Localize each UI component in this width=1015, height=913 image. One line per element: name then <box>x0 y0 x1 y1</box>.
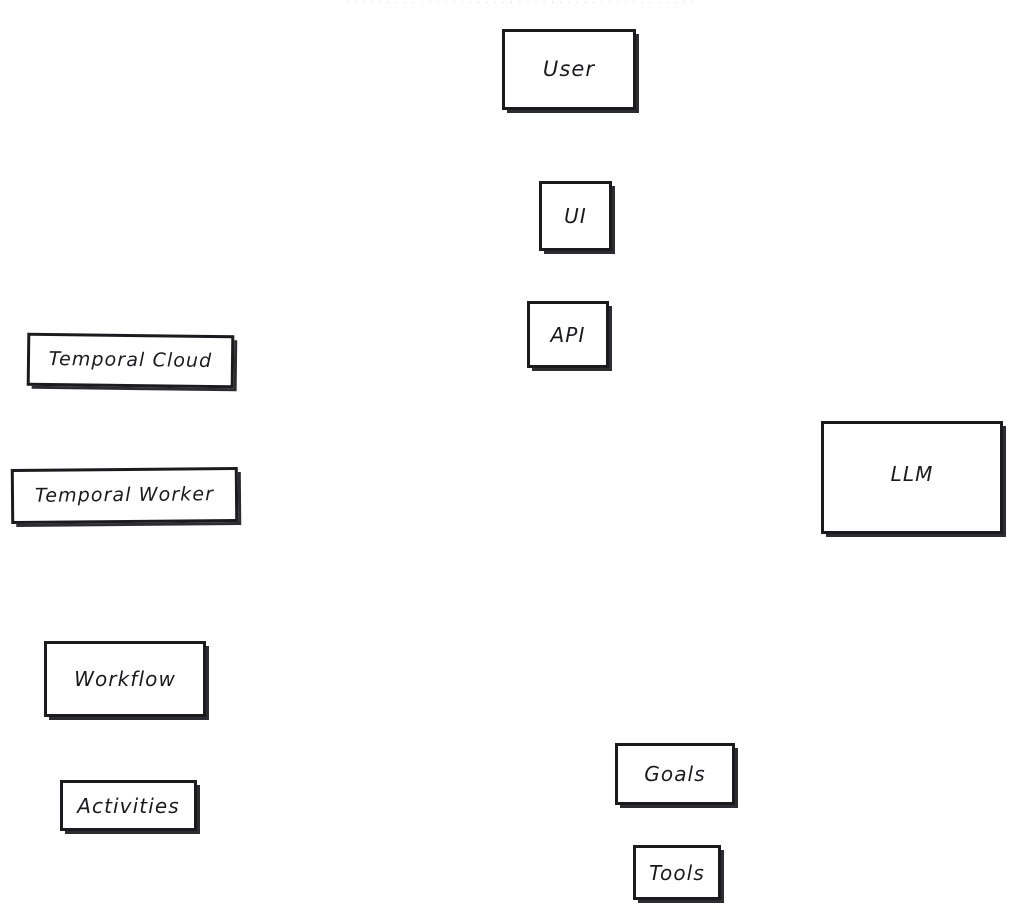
node-workflow[interactable]: Workflow <box>44 641 206 717</box>
node-api[interactable]: API <box>527 301 609 368</box>
node-api-label: API <box>550 322 586 347</box>
node-goals-label: Goals <box>644 762 706 786</box>
node-user-label: User <box>542 57 596 81</box>
node-tools-label: Tools <box>649 860 705 885</box>
node-temporal-cloud[interactable]: Temporal Cloud <box>26 332 235 389</box>
node-temporal-worker-label: Temporal Worker <box>34 483 215 507</box>
node-llm-label: LLM <box>890 461 934 486</box>
node-temporal-cloud-label: Temporal Cloud <box>48 348 213 372</box>
node-user[interactable]: User <box>502 29 636 110</box>
node-ui-label: UI <box>564 204 587 228</box>
node-llm[interactable]: LLM <box>821 421 1003 534</box>
node-activities-label: Activities <box>77 793 180 818</box>
node-activities[interactable]: Activities <box>60 780 197 831</box>
node-goals[interactable]: Goals <box>615 743 735 805</box>
node-tools[interactable]: Tools <box>633 845 721 900</box>
node-ui[interactable]: UI <box>539 181 612 251</box>
node-temporal-worker[interactable]: Temporal Worker <box>10 467 239 524</box>
node-workflow-label: Workflow <box>74 667 176 691</box>
top-caption: . . . . . . . . . . . . . . . . . . . . … <box>280 0 760 6</box>
